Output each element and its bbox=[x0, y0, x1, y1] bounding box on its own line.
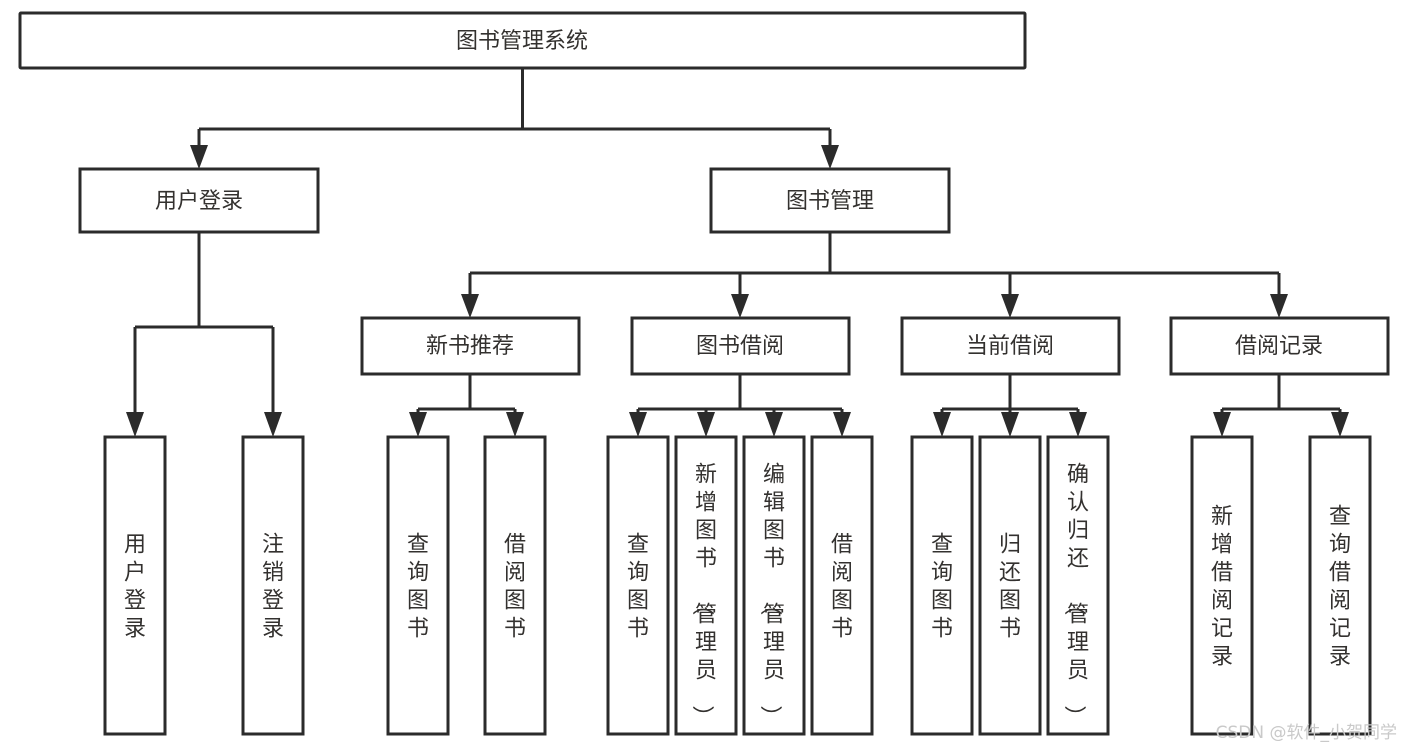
leaf-node-layer: 用户登录 注销登录 查询图书 借阅图书 查询图书 新增图书（管理员） 编辑图书（管理员） 借阅… bbox=[103, 435, 1372, 736]
connector-recommend-to-leaves bbox=[416, 374, 517, 416]
node-user-login-label: 用户登录 bbox=[155, 189, 243, 214]
leaf-node-box[interactable] bbox=[606, 435, 670, 736]
leaf-node-label: 用户登录 bbox=[124, 532, 146, 641]
leaf-node-label: 查询图书 bbox=[407, 532, 429, 641]
node-new-book-recommend-label: 新书推荐 bbox=[426, 334, 514, 359]
arrow-head-leaf-borrow-book-1 bbox=[506, 412, 524, 437]
leaf-node[interactable]: 归还图书 bbox=[978, 435, 1042, 736]
leaf-node-label: 编辑图书（管理员） bbox=[757, 462, 785, 727]
arrow-head-leaf-user-login bbox=[126, 412, 144, 437]
node-current-borrow-box[interactable] bbox=[900, 316, 1121, 376]
leaf-node[interactable]: 借阅图书 bbox=[810, 435, 874, 736]
leaf-node-label: 注销登录 bbox=[262, 532, 284, 641]
leaf-node-label: 借阅图书 bbox=[504, 532, 526, 641]
arrow-head-current-borrow bbox=[1001, 294, 1019, 318]
leaf-node-box[interactable] bbox=[978, 435, 1042, 736]
node-borrow-record-box[interactable] bbox=[1169, 316, 1390, 376]
arrow-head-leaf-query-record bbox=[1331, 412, 1349, 437]
node-book-manage-label: 图书管理 bbox=[786, 189, 874, 214]
leaf-node[interactable]: 确认归还（管理员） bbox=[1046, 435, 1110, 736]
arrow-head-user-login bbox=[190, 145, 208, 169]
arrow-head-leaf-add-record bbox=[1213, 412, 1231, 437]
leaf-node-box[interactable] bbox=[810, 435, 874, 736]
leaf-node-box[interactable] bbox=[742, 435, 806, 736]
connector-current-to-leaves bbox=[940, 374, 1080, 416]
leaf-node-box[interactable] bbox=[103, 435, 167, 736]
node-new-book-recommend[interactable]: 新书推荐 bbox=[360, 316, 581, 376]
leaf-node[interactable]: 用户登录 bbox=[103, 435, 167, 736]
connector-record-to-leaves bbox=[1220, 374, 1342, 416]
leaf-node[interactable]: 查询借阅记录 bbox=[1308, 435, 1372, 736]
leaf-node-box[interactable] bbox=[910, 435, 974, 736]
node-borrow-record-label: 借阅记录 bbox=[1235, 334, 1323, 359]
arrow-head-book-borrow bbox=[731, 294, 749, 318]
node-borrow-record[interactable]: 借阅记录 bbox=[1169, 316, 1390, 376]
leaf-node[interactable]: 查询图书 bbox=[606, 435, 670, 736]
node-book-borrow[interactable]: 图书借阅 bbox=[630, 316, 851, 376]
leaf-node-label: 借阅图书 bbox=[831, 532, 853, 641]
node-current-borrow[interactable]: 当前借阅 bbox=[900, 316, 1121, 376]
leaf-node[interactable]: 借阅图书 bbox=[483, 435, 547, 736]
arrow-head-borrow-record bbox=[1270, 294, 1288, 318]
connector-bookmanage-to-level3 bbox=[468, 232, 1281, 297]
node-new-book-recommend-box[interactable] bbox=[360, 316, 581, 376]
leaf-node-box[interactable] bbox=[1046, 435, 1110, 736]
node-user-login[interactable]: 用户登录 bbox=[78, 167, 320, 234]
node-book-manage[interactable]: 图书管理 bbox=[709, 167, 951, 234]
arrow-head-leaf-edit-book bbox=[765, 412, 783, 437]
connector-userlogin-to-leaves bbox=[133, 232, 275, 416]
leaf-node-label: 归还图书 bbox=[999, 532, 1021, 641]
arrow-head-leaf-confirm-return bbox=[1069, 412, 1087, 437]
leaf-node[interactable]: 新增借阅记录 bbox=[1190, 435, 1254, 736]
node-book-borrow-box[interactable] bbox=[630, 316, 851, 376]
leaf-node-label: 新增图书（管理员） bbox=[689, 462, 717, 727]
leaf-node-box[interactable] bbox=[1308, 435, 1372, 736]
connector-borrow-to-leaves bbox=[636, 374, 844, 416]
leaf-node-label: 查询借阅记录 bbox=[1329, 504, 1351, 669]
connector-layer bbox=[126, 68, 1349, 437]
node-book-borrow-label: 图书借阅 bbox=[696, 334, 784, 359]
arrow-head-leaf-logout bbox=[264, 412, 282, 437]
node-root-label: 图书管理系统 bbox=[456, 29, 588, 54]
leaf-node-label: 查询图书 bbox=[931, 532, 953, 641]
node-user-login-box[interactable] bbox=[78, 167, 320, 234]
leaf-node-label: 查询图书 bbox=[627, 532, 649, 641]
leaf-node-box[interactable] bbox=[1190, 435, 1254, 736]
arrow-head-leaf-query-book-3 bbox=[933, 412, 951, 437]
leaf-node[interactable]: 查询图书 bbox=[386, 435, 450, 736]
arrow-head-leaf-query-book-2 bbox=[629, 412, 647, 437]
leaf-node[interactable]: 注销登录 bbox=[241, 435, 305, 736]
arrow-head-book-manage bbox=[821, 145, 839, 169]
leaf-node-box[interactable] bbox=[483, 435, 547, 736]
node-root-box[interactable] bbox=[18, 11, 1027, 70]
node-current-borrow-label: 当前借阅 bbox=[966, 334, 1054, 359]
node-book-manage-box[interactable] bbox=[709, 167, 951, 234]
leaf-node-label: 新增借阅记录 bbox=[1211, 504, 1233, 669]
leaf-node-box[interactable] bbox=[674, 435, 738, 736]
leaf-node[interactable]: 查询图书 bbox=[910, 435, 974, 736]
node-root-system[interactable]: 图书管理系统 bbox=[18, 11, 1027, 70]
leaf-node-label: 确认归还（管理员） bbox=[1061, 462, 1089, 727]
leaf-node-box[interactable] bbox=[241, 435, 305, 736]
leaf-node-box[interactable] bbox=[386, 435, 450, 736]
leaf-node[interactable]: 编辑图书（管理员） bbox=[742, 435, 806, 736]
arrow-head-leaf-add-book bbox=[697, 412, 715, 437]
arrow-head-leaf-return-book bbox=[1001, 412, 1019, 437]
arrow-head-new-book-recommend bbox=[461, 294, 479, 318]
leaf-node[interactable]: 新增图书（管理员） bbox=[674, 435, 738, 736]
arrow-head-leaf-borrow-book-2 bbox=[833, 412, 851, 437]
arrow-head-leaf-query-book-1 bbox=[409, 412, 427, 437]
connector-root-to-level2 bbox=[197, 68, 832, 148]
